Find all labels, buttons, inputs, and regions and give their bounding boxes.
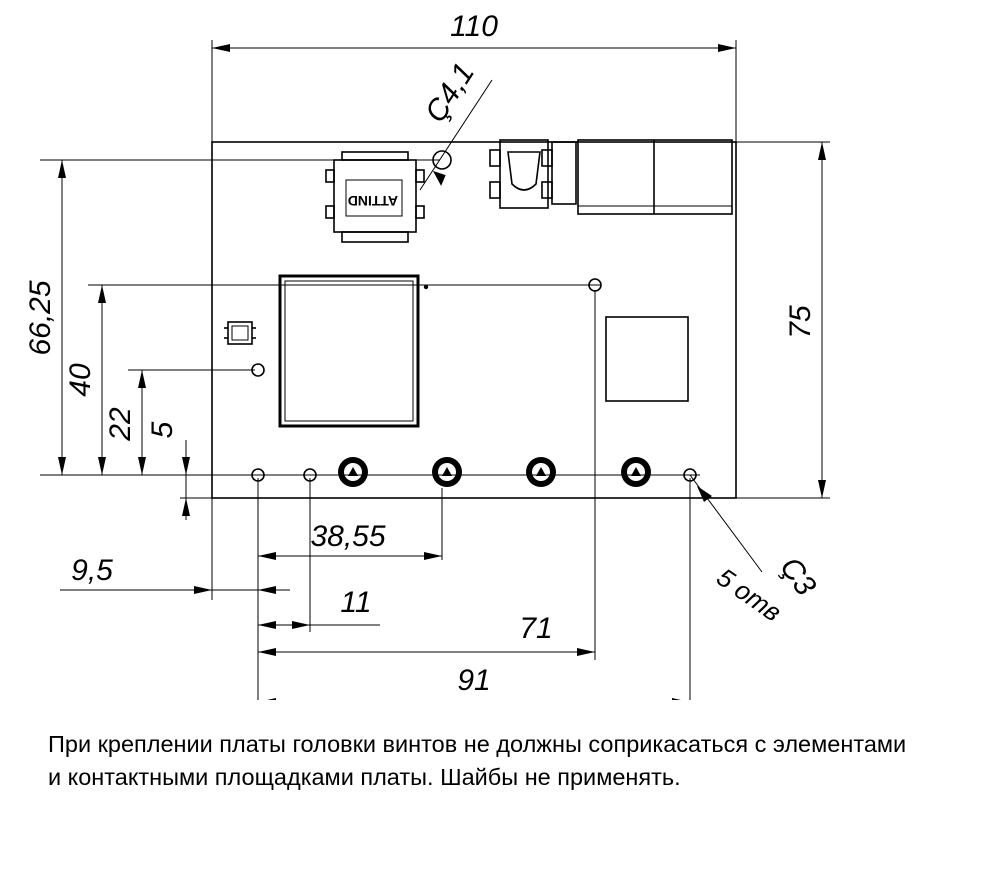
usb-connector-component xyxy=(551,139,733,215)
mounting-note: При креплении платы головки винтов не до… xyxy=(48,728,978,794)
arrowheads xyxy=(58,44,826,700)
dim-width-110: 110 xyxy=(450,10,498,43)
processor-module-component xyxy=(278,274,429,428)
rf-connector-component xyxy=(489,139,553,209)
pcb-mounting-drawing: ATTIND xyxy=(24,10,830,700)
dim-height-66-25: 66,25 xyxy=(24,280,57,355)
dim-x-11: 11 xyxy=(340,586,371,619)
dim-hole-large: Ç4,1 xyxy=(419,57,481,128)
card-connector-label: ATTIND xyxy=(348,193,398,209)
dim-x-91: 91 xyxy=(457,664,490,697)
dim-height-22: 22 xyxy=(104,407,137,442)
extension-lines xyxy=(40,40,830,700)
large-pad xyxy=(338,457,368,487)
dim-x-71: 71 xyxy=(519,612,552,645)
large-pad xyxy=(432,457,462,487)
dim-height-75: 75 xyxy=(784,305,817,339)
dim-x-38-55: 38,55 xyxy=(310,520,385,553)
button-component xyxy=(224,321,256,345)
dim-x-9-5: 9,5 xyxy=(71,554,113,587)
dim-hole-small: Ç3 xyxy=(773,551,822,602)
mounting-note-line-1: При креплении платы головки винтов не до… xyxy=(48,731,907,757)
dim-height-5: 5 xyxy=(146,421,179,438)
large-pad xyxy=(526,457,556,487)
ic-component xyxy=(605,316,689,402)
dim-height-40: 40 xyxy=(64,363,97,397)
card-connector-component: ATTIND xyxy=(325,151,425,243)
dimension-lines xyxy=(60,47,823,653)
large-pad xyxy=(621,457,651,487)
board-outline xyxy=(211,141,737,499)
mounting-note-line-2: и контактными площадками платы. Шайбы не… xyxy=(48,764,681,790)
